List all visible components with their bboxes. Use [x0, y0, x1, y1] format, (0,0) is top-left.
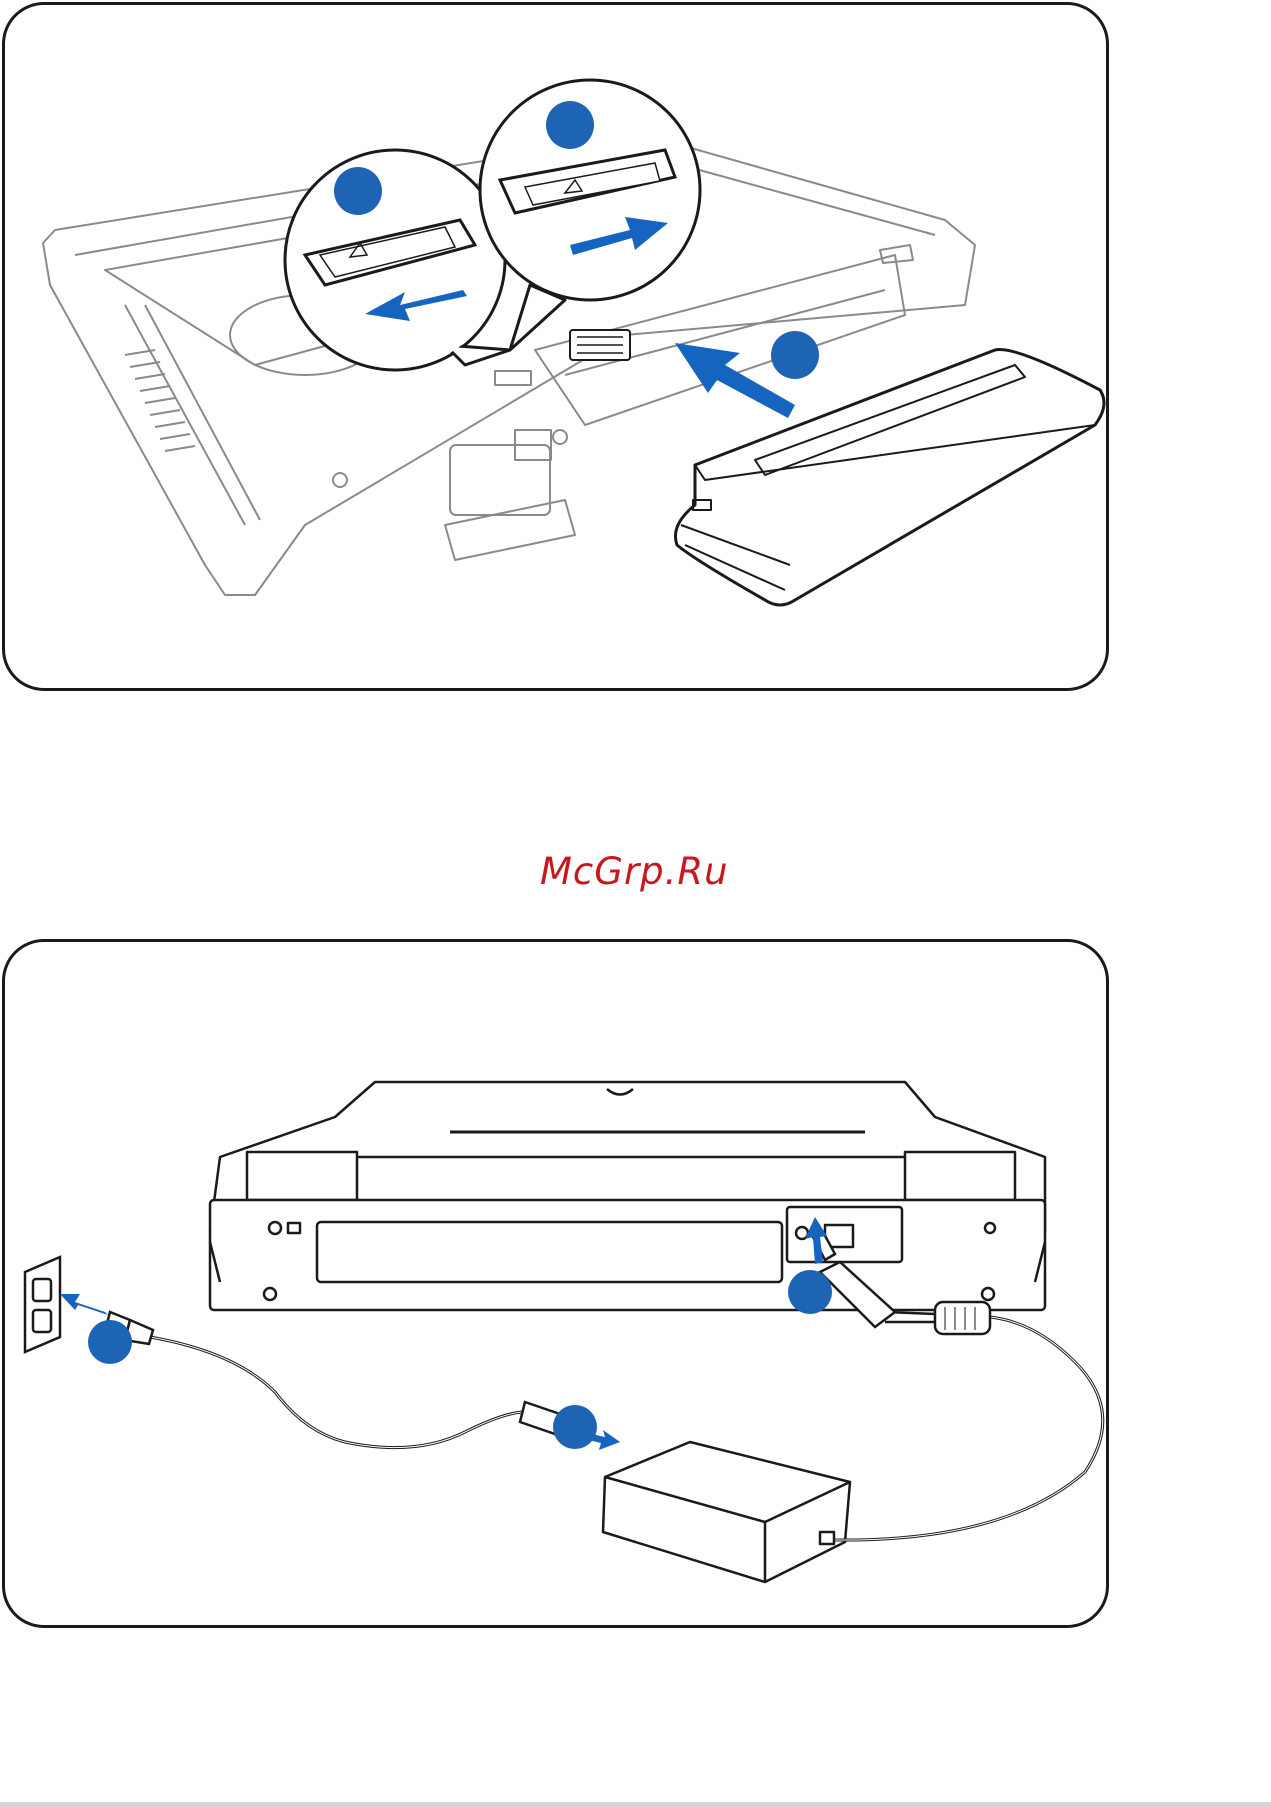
callout-circle-power-2	[88, 1320, 132, 1364]
footer-strip	[0, 1802, 1271, 1807]
battery-install-figure	[2, 2, 1109, 691]
callout-circle-power-1	[788, 1270, 832, 1314]
power-connect-figure	[2, 939, 1109, 1628]
ac-power-cable	[150, 1337, 525, 1448]
callout-circle-power-3	[553, 1405, 597, 1449]
notebook-rear-icon	[210, 1082, 1045, 1310]
power-adapter-icon	[603, 1442, 850, 1582]
lock-zoom-bubble	[480, 80, 700, 350]
side-vents-icon	[125, 350, 195, 451]
power-connect-drawing	[5, 942, 1109, 1628]
unlock-zoom-bubble	[285, 150, 510, 370]
battery-connector-icon	[570, 330, 630, 360]
callout-circle-3	[771, 331, 819, 379]
callout-circle-2	[546, 101, 594, 149]
battery-install-drawing	[5, 5, 1109, 691]
watermark-text: McGrp.Ru	[540, 850, 729, 893]
wall-outlet-icon	[25, 1257, 60, 1352]
callout-circle-1	[334, 167, 382, 215]
